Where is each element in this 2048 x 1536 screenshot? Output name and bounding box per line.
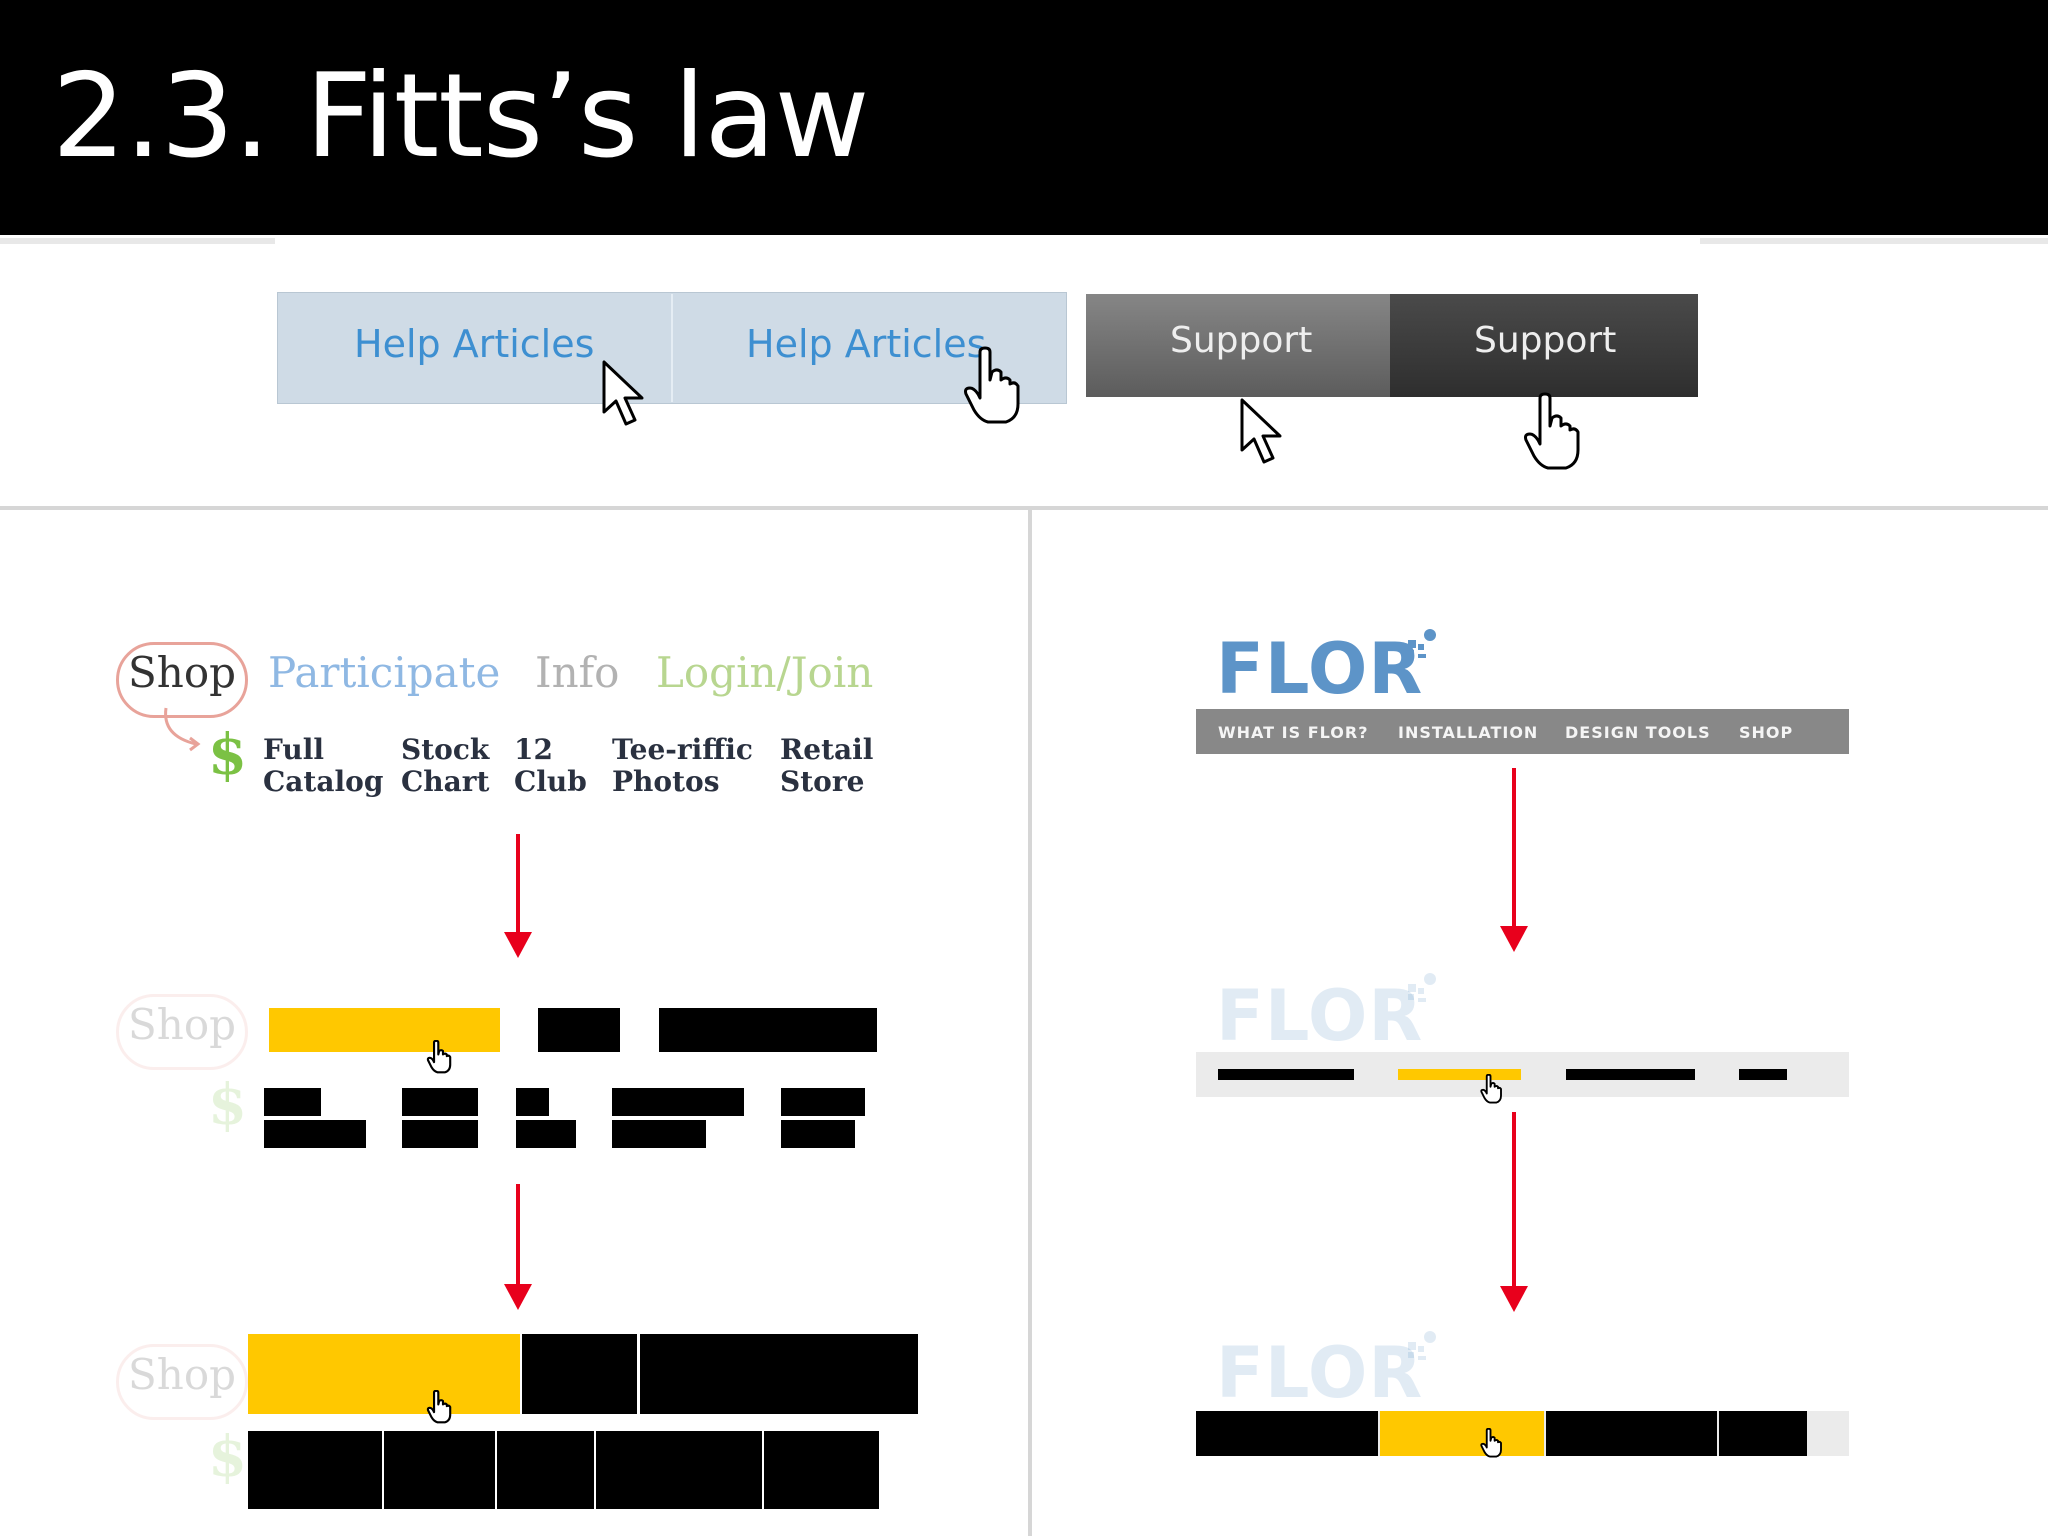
slide-header [0,0,2048,235]
down-arrow-head [1500,926,1528,952]
shop-label[interactable]: Shop [128,648,236,697]
down-arrow [516,1184,520,1296]
black-block [264,1088,321,1116]
support-button-left[interactable]: Support [1170,320,1313,361]
dollar-icon-faded: $ [208,1072,247,1138]
flor-nav-design-tools[interactable]: DESIGN TOOLS [1565,723,1711,742]
vertical-divider [1028,510,1032,1536]
flor-logo-mark-icon [1408,629,1436,658]
nav-info[interactable]: Info [535,648,620,697]
hand-pointer-icon [1480,1074,1502,1104]
black-block [596,1431,762,1509]
shop-ring-faded [116,994,248,1070]
shop-label-faded: Shop [128,1000,236,1049]
down-arrow-head [504,932,532,958]
nav-login-join[interactable]: Login/Join [656,648,874,697]
dollar-icon-faded: $ [208,1424,247,1490]
black-block [402,1088,478,1116]
highlight-block[interactable] [269,1008,500,1052]
highlight-block[interactable] [1398,1069,1521,1080]
black-block [1566,1069,1695,1080]
support-panel-hover [1390,294,1698,397]
black-block [612,1088,744,1116]
nav-participate[interactable]: Participate [268,648,501,697]
black-block [522,1334,637,1414]
flor-logo-faded: FLOR [1216,975,1424,1057]
horizontal-divider [0,506,2048,510]
shop-label-faded: Shop [128,1350,236,1399]
help-articles-button-right[interactable]: Help Articles [746,322,987,366]
black-block [1719,1411,1807,1456]
black-block [781,1088,865,1116]
down-arrow [1512,1112,1516,1300]
black-block [1739,1069,1787,1080]
divider [671,294,673,402]
black-block [1196,1411,1378,1456]
black-block [640,1334,918,1414]
shop-ring [116,642,248,718]
flor-logo-mark-icon [1408,1331,1436,1360]
down-arrow-head [504,1284,532,1310]
slide-title: 2.3. Fitts’s law [52,49,870,184]
flor-logo: FLOR [1216,628,1424,710]
shop-ring-faded [116,1344,248,1420]
hand-pointer-icon [964,346,1020,424]
black-block [659,1008,877,1052]
curved-arrow-icon [164,707,201,752]
flor-logo-mark-icon [1408,973,1436,1002]
help-articles-button-left[interactable]: Help Articles [354,322,595,366]
support-button-right[interactable]: Support [1474,320,1617,361]
black-block [1546,1411,1717,1456]
hand-pointer-icon [426,1040,452,1074]
hand-pointer-icon [1524,392,1580,470]
black-block [384,1431,495,1509]
arrow-pointer-icon [602,360,644,426]
flor-nav-installation[interactable]: INSTALLATION [1398,723,1539,742]
black-block [402,1120,478,1148]
hand-pointer-icon [1480,1428,1502,1458]
flor-nav-shop[interactable]: SHOP [1739,723,1794,742]
black-block [497,1431,594,1509]
black-block [764,1431,879,1509]
hand-pointer-icon [426,1390,452,1424]
separator [1700,238,2048,244]
separator [0,238,275,244]
arrow-pointer-icon [1240,398,1282,464]
black-block [612,1120,706,1148]
flor-logo-faded: FLOR [1216,1332,1424,1414]
black-block [516,1088,549,1116]
flor-nav-bar [1196,709,1849,754]
black-block [538,1008,620,1052]
black-block [516,1120,576,1148]
down-arrow-head [1500,1286,1528,1312]
highlight-block[interactable] [248,1334,520,1414]
black-block [248,1431,382,1509]
black-block [1218,1069,1354,1080]
highlight-block[interactable] [1380,1411,1544,1456]
black-block [264,1120,366,1148]
down-arrow [516,834,520,944]
down-arrow [1512,768,1516,938]
black-block [781,1120,855,1148]
flor-nav-what-is-flor[interactable]: WHAT IS FLOR? [1218,723,1369,742]
dollar-icon: $ [208,722,247,788]
